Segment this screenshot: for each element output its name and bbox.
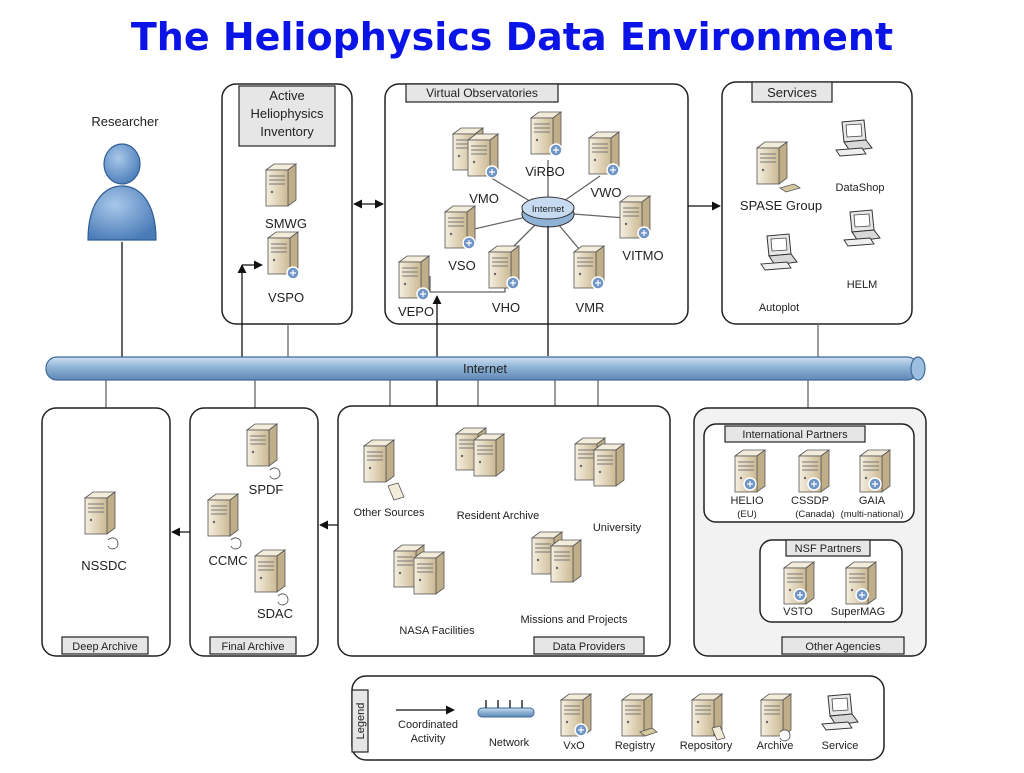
other-sources-icon xyxy=(363,439,395,483)
internet-hub-label: Internet xyxy=(532,204,565,215)
vo-node-vepo: VEPO xyxy=(398,304,434,319)
international-partners-title: International Partners xyxy=(742,429,848,441)
nsf-partners-title: NSF Partners xyxy=(795,543,862,555)
final-archive-title: Final Archive xyxy=(222,641,285,653)
legend-title: Legend xyxy=(355,703,367,740)
panel-deep-archive: NSSDC Deep Archive xyxy=(41,407,171,657)
autoplot-label: Autoplot xyxy=(759,302,799,314)
nssdc-label: NSSDC xyxy=(81,558,127,573)
cssdp-label: CSSDP xyxy=(791,495,829,507)
legend-network-icon xyxy=(477,700,535,718)
vo-panel-title: Virtual Observatories xyxy=(426,86,538,100)
researcher-label: Researcher xyxy=(91,114,159,129)
legend-vxo-label: VxO xyxy=(563,740,585,752)
legend-registry-label: Registry xyxy=(615,740,656,752)
sdac-label: SDAC xyxy=(257,606,293,621)
vo-node-vso: VSO xyxy=(448,258,475,273)
gaia-label: GAIA xyxy=(859,495,886,507)
vo-node-vitmo: VITMO xyxy=(622,248,663,263)
nasa-facilities-label: NASA Facilities xyxy=(399,625,475,637)
panel-data-providers: Other Sources Resident Archive Universit… xyxy=(337,405,671,657)
spdf-label: SPDF xyxy=(249,482,284,497)
other-sources-label: Other Sources xyxy=(354,507,425,519)
panel-final-archive: SPDF CCMC SDAC Final Archive xyxy=(189,407,319,657)
spase-group-label: SPASE Group xyxy=(740,198,822,213)
university-icon xyxy=(593,443,625,487)
page-title: The Heliophysics Data Environment xyxy=(131,15,893,59)
researcher: Researcher xyxy=(87,114,159,241)
internet-bus: Internet xyxy=(45,356,926,381)
university-label: University xyxy=(593,522,642,534)
gaia-sub-label: (multi-national) xyxy=(841,509,904,520)
helio-sub-label: (EU) xyxy=(737,509,757,520)
resident-archive-label: Resident Archive xyxy=(457,510,540,522)
vo-node-virbo: ViRBO xyxy=(525,164,565,179)
supermag-label: SuperMAG xyxy=(831,606,885,618)
vo-node-vmr: VMR xyxy=(576,300,605,315)
internet-hub: Internet xyxy=(521,196,575,228)
panel-virtual-observatories: Virtual Observatories Internet VMO ViRBO… xyxy=(384,83,689,325)
deep-archive-title: Deep Archive xyxy=(72,641,137,653)
legend-network-label: Network xyxy=(489,737,530,749)
researcher-icon xyxy=(103,143,141,185)
sdac-archive-icon xyxy=(254,549,286,593)
missions-projects-icon xyxy=(550,539,582,583)
ccmc-label: CCMC xyxy=(209,553,248,568)
helio-label: HELIO xyxy=(730,495,763,507)
panel-services: Services SPASE Group DataShop Autoplot H… xyxy=(721,81,913,325)
legend-coordinated-label-1: Coordinated xyxy=(398,719,458,731)
missions-projects-label: Missions and Projects xyxy=(521,614,628,626)
internet-bus-label: Internet xyxy=(463,361,507,376)
ccmc-archive-icon xyxy=(207,493,239,537)
vspo-label: VSPO xyxy=(268,290,304,305)
other-agencies-title: Other Agencies xyxy=(805,641,881,653)
nasa-facilities-icon xyxy=(413,551,445,595)
cssdp-sub-label: (Canada) xyxy=(795,509,835,520)
legend-archive-icon xyxy=(760,693,792,737)
panel-other-agencies: International Partners HELIO (EU) CSSDP … xyxy=(693,407,927,657)
resident-archive-icon xyxy=(473,433,505,477)
vo-node-vwo: VWO xyxy=(590,185,621,200)
legend: Legend Coordinated Activity Network VxO … xyxy=(351,675,885,761)
data-providers-title: Data Providers xyxy=(553,641,626,653)
ahi-title-line3: Inventory xyxy=(260,124,314,139)
vo-node-vmo: VMO xyxy=(469,191,499,206)
spase-registry-icon xyxy=(756,141,788,185)
vo-node-vho: VHO xyxy=(492,300,520,315)
spdf-archive-icon xyxy=(246,423,278,467)
legend-service-label: Service xyxy=(822,740,859,752)
vsto-label: VSTO xyxy=(783,606,813,618)
smwg-label: SMWG xyxy=(265,216,307,231)
smwg-server-icon xyxy=(265,163,297,207)
vspo-vxo-badge-icon xyxy=(286,266,300,280)
ahi-title-line2: Heliophysics xyxy=(251,106,324,121)
services-panel-title: Services xyxy=(767,85,817,100)
datashop-label: DataShop xyxy=(836,182,885,194)
ahi-title-line1: Active xyxy=(269,88,304,103)
nssdc-archive-icon xyxy=(84,491,116,535)
legend-coordinated-label-2: Activity xyxy=(411,733,446,745)
helm-label: HELM xyxy=(847,279,878,291)
legend-repository-label: Repository xyxy=(680,740,733,752)
legend-archive-label: Archive xyxy=(757,740,794,752)
